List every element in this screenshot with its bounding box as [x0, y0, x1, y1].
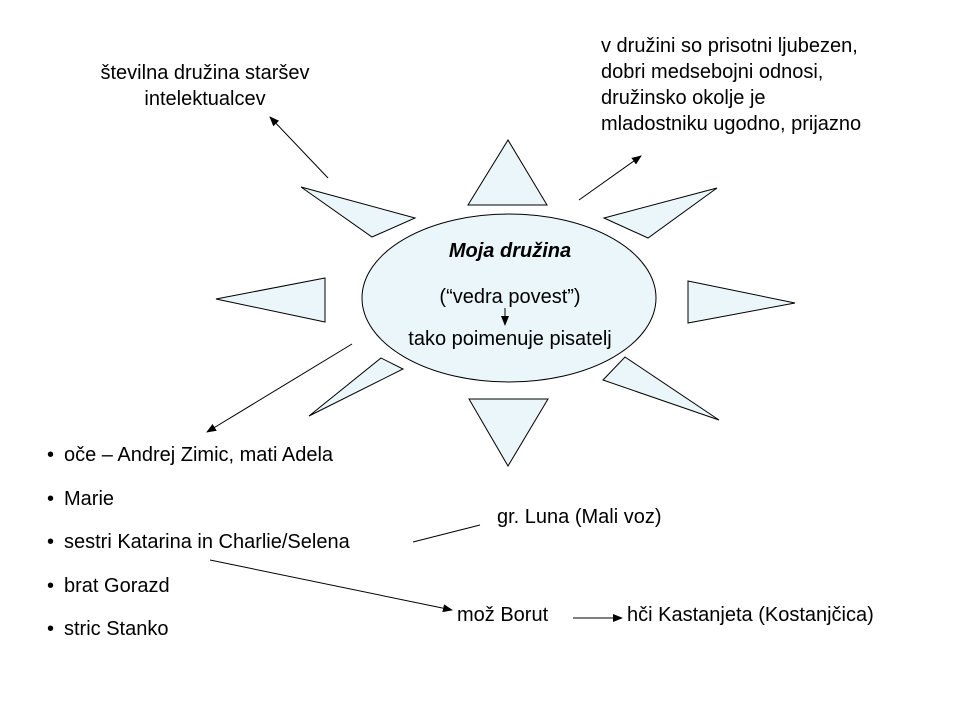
- list-item: • Marie: [47, 484, 350, 528]
- center-subtitle: (“vedra povest”): [439, 286, 581, 308]
- top-right-note-line: dobri medsebojni odnosi,: [601, 61, 824, 83]
- top-right-note-line: mladostniku ugodno, prijazno: [601, 113, 862, 135]
- sun-ray-top-right: [602, 187, 718, 239]
- husband-note: mož Borut: [457, 604, 549, 626]
- sun-ray-top-left: [300, 186, 417, 238]
- family-list: • oče – Andrej Zimic, mati Adela • Marie •…: [47, 440, 350, 658]
- arrow-sisters-to-husband: [209, 559, 453, 613]
- list-item: • brat Gorazd: [47, 571, 350, 615]
- bullet-icon: •: [47, 574, 55, 597]
- list-item-text: oče – Andrej Zimic, mati Adela: [64, 444, 334, 466]
- top-left-note-line: številna družina staršev: [100, 62, 310, 84]
- sun-ray-bottom-left: [308, 357, 405, 417]
- center-caption: tako poimenuje pisatelj: [408, 328, 612, 350]
- bullet-icon: •: [47, 487, 55, 510]
- bullet-icon: •: [47, 444, 55, 466]
- top-left-note: številna družina staršev intelektualcev: [60, 60, 350, 112]
- sun-ray-left: [215, 277, 326, 323]
- list-item-text: brat Gorazd: [64, 574, 170, 597]
- bullet-icon: •: [47, 618, 55, 640]
- list-item-text: sestri Katarina in Charlie/Selena: [64, 531, 350, 553]
- center-title: Moja družina: [448, 240, 572, 262]
- center-ellipse: [361, 213, 657, 383]
- list-item-text: stric Stanko: [64, 618, 169, 640]
- arrow-to-family-list: [206, 343, 353, 433]
- line-sisters-to-luna: [412, 524, 481, 543]
- bullet-icon: •: [47, 531, 55, 553]
- sun-ray-bottom: [468, 398, 549, 467]
- arrow-to-top-left-note: [269, 116, 329, 179]
- sun-ray-top: [467, 139, 548, 206]
- daughter-note: hči Kastanjeta (Kostanjčica): [627, 604, 874, 626]
- top-right-note-line: v družini so prisotni ljubezen,: [601, 35, 858, 57]
- arrow-to-top-right-note: [578, 155, 642, 201]
- list-item-text: Marie: [64, 487, 115, 510]
- list-item: • oče – Andrej Zimic, mati Adela: [47, 440, 350, 484]
- list-item: • sestri Katarina in Charlie/Selena: [47, 527, 350, 571]
- list-item: • stric Stanko: [47, 614, 350, 658]
- sun-ray-right: [687, 280, 796, 324]
- top-right-note-line: družinsko okolje je: [601, 87, 766, 109]
- sun-ray-bottom-right: [602, 356, 720, 421]
- top-left-note-line: intelektualcev: [144, 88, 266, 110]
- top-right-note: v družini so prisotni ljubezen, dobri me…: [601, 33, 861, 137]
- luna-note: gr. Luna (Mali voz): [497, 506, 662, 528]
